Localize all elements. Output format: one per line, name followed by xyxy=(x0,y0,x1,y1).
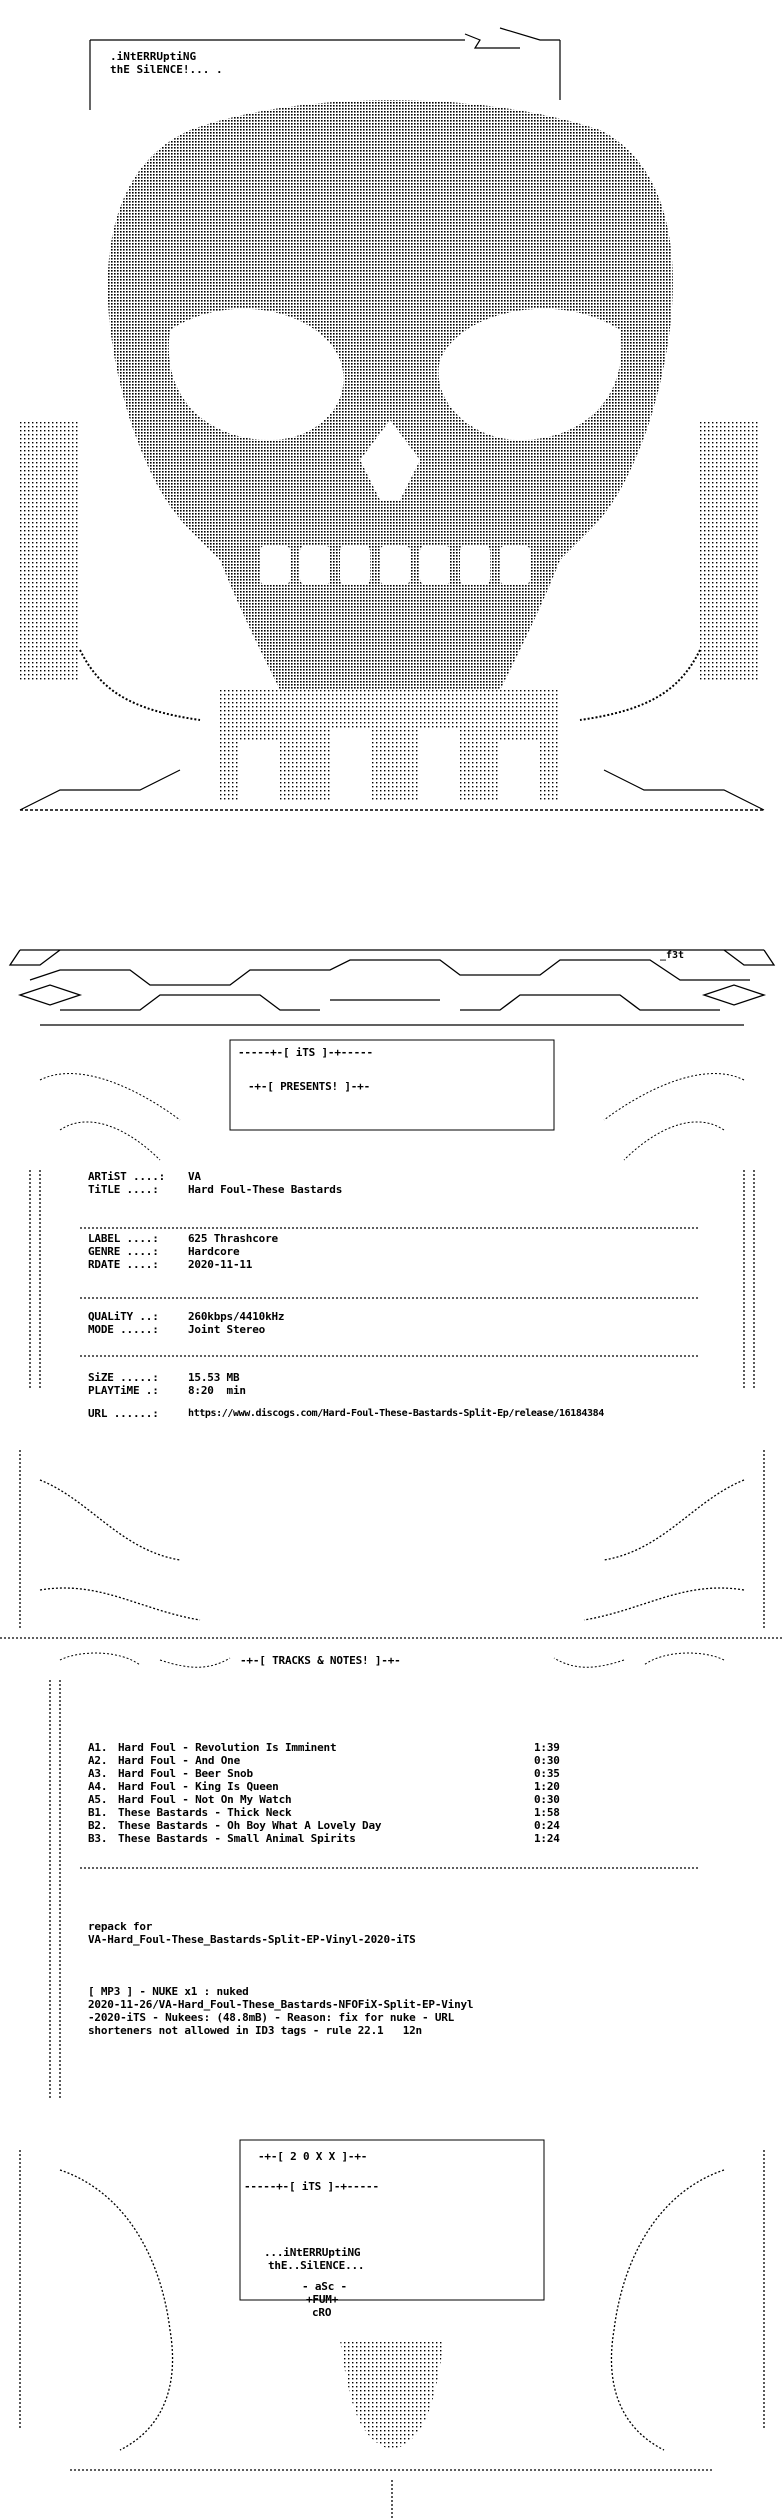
header-banner-art: .iNtERRUptiNG thE SilENCE!... . xyxy=(0,0,784,110)
logo-tag: _f3t xyxy=(660,950,684,961)
header-title-line1: .iNtERRUptiNG xyxy=(110,50,197,63)
tracks-header: -+-[ TRACKS & NOTES! ]-+- xyxy=(240,1654,401,1667)
track-pos: A1. xyxy=(88,1741,108,1754)
logo-bar-art: _f3t xyxy=(0,930,784,1030)
footer-ornament xyxy=(0,2110,784,2520)
header-title-line2: thE SilENCE!... . xyxy=(110,63,223,76)
middle-ornament xyxy=(0,1440,784,1640)
track-name: These Bastards - Small Animal Spirits xyxy=(118,1832,356,1845)
presents-ornament xyxy=(0,1030,784,1170)
track-pos: B2. xyxy=(88,1819,108,1832)
track-time: 0:24 xyxy=(534,1819,560,1832)
track-name: These Bastards - Thick Neck xyxy=(118,1806,292,1819)
info-title: Hard Foul-These Bastards xyxy=(188,1183,343,1196)
footer-its: -----+-[ iTS ]-+----- xyxy=(244,2180,379,2193)
skull-ascii-art xyxy=(0,90,784,930)
track-pos: A2. xyxy=(88,1754,108,1767)
info-label: 625 Thrashcore xyxy=(188,1232,278,1245)
notes-nuke-line1: [ MP3 ] - NUKE x1 : nuked xyxy=(88,1985,249,1998)
track-name: Hard Foul - And One xyxy=(118,1754,241,1767)
notes-nuke-line2: 2020-11-26/VA-Hard_Foul-These_Bastards-N… xyxy=(88,1998,474,2011)
footer-line4: +FUM+ xyxy=(306,2293,339,2306)
info-playtime: 8:20 min xyxy=(188,1384,246,1397)
notes-repack-line2: VA-Hard_Foul-These_Bastards-Split-EP-Vin… xyxy=(88,1933,416,1946)
track-time: 0:35 xyxy=(534,1767,560,1780)
info-rdate-label: RDATE ....: xyxy=(88,1258,159,1271)
info-genre-label: GENRE ....: xyxy=(88,1245,159,1258)
track-pos: A4. xyxy=(88,1780,108,1793)
banner-presents: -+-[ PRESENTS! ]-+- xyxy=(248,1080,371,1093)
track-time: 1:39 xyxy=(534,1741,560,1754)
track-name: Hard Foul - King Is Queen xyxy=(118,1780,279,1793)
footer-line2: thE..SilENCE... xyxy=(268,2259,365,2272)
info-title-label: TiTLE ....: xyxy=(88,1183,159,1196)
footer-line1: ...iNtERRUptiNG xyxy=(264,2246,361,2259)
track-pos: B1. xyxy=(88,1806,108,1819)
track-pos: A3. xyxy=(88,1767,108,1780)
track-time: 0:30 xyxy=(534,1793,560,1806)
notes-nuke-line4: shorteners not allowed in ID3 tags - rul… xyxy=(88,2024,422,2037)
track-name: Hard Foul - Revolution Is Imminent xyxy=(118,1741,337,1754)
footer-year: -+-[ 2 0 X X ]-+- xyxy=(258,2150,368,2163)
info-size: 15.53 MB xyxy=(188,1371,240,1384)
info-url-link[interactable]: https://www.discogs.com/Hard-Foul-These-… xyxy=(188,1408,604,1419)
track-pos: B3. xyxy=(88,1832,108,1845)
info-size-label: SiZE .....: xyxy=(88,1371,159,1384)
track-time: 1:58 xyxy=(534,1806,560,1819)
track-time: 1:24 xyxy=(534,1832,560,1845)
track-pos: A5. xyxy=(88,1793,108,1806)
info-artist: VA xyxy=(188,1170,201,1183)
info-quality: 260kbps/4410kHz xyxy=(188,1310,285,1323)
tracks-frame xyxy=(0,1680,784,2110)
info-artist-label: ARTiST ....: xyxy=(88,1170,166,1183)
info-url-label: URL ......: xyxy=(88,1407,159,1420)
tracks-header-ornament xyxy=(0,1640,784,1680)
track-name: These Bastards - Oh Boy What A Lovely Da… xyxy=(118,1819,382,1832)
track-time: 1:20 xyxy=(534,1780,560,1793)
info-genre: Hardcore xyxy=(188,1245,240,1258)
track-name: Hard Foul - Beer Snob xyxy=(118,1767,253,1780)
info-label-label: LABEL ....: xyxy=(88,1232,159,1245)
track-time: 0:30 xyxy=(534,1754,560,1767)
info-mode-label: MODE .....: xyxy=(88,1323,159,1336)
track-name: Hard Foul - Not On My Watch xyxy=(118,1793,292,1806)
notes-repack-line1: repack for xyxy=(88,1920,153,1933)
info-mode: Joint Stereo xyxy=(188,1323,266,1336)
footer-line3: - aSc - xyxy=(302,2280,347,2293)
info-playtime-label: PLAYTiME .: xyxy=(88,1384,159,1397)
notes-nuke-line3: -2020-iTS - Nukees: (48.8mB) - Reason: f… xyxy=(88,2011,455,2024)
footer-line5: cRO xyxy=(312,2306,332,2319)
banner-its: -----+-[ iTS ]-+----- xyxy=(238,1046,373,1059)
info-rdate: 2020-11-11 xyxy=(188,1258,253,1271)
info-frame xyxy=(0,1170,784,1430)
info-quality-label: QUALiTY ..: xyxy=(88,1310,159,1323)
